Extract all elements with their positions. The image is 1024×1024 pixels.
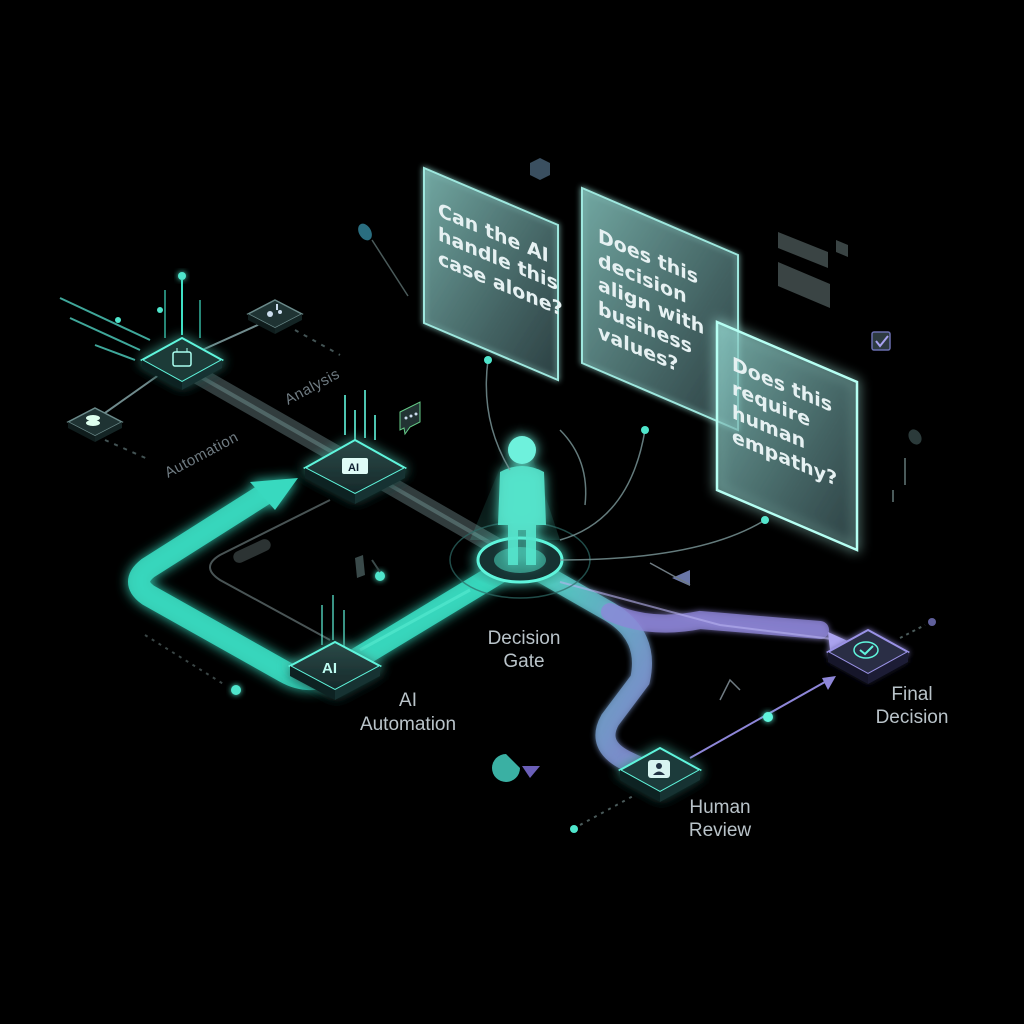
- database-icon: [86, 415, 100, 426]
- ai-automation-glyph: AI: [322, 660, 337, 677]
- final-decision-label-1: Final: [891, 684, 932, 705]
- ai-chip-icon: AI: [342, 458, 368, 474]
- pie-icon: [492, 754, 540, 782]
- small-shard: [355, 555, 365, 578]
- chat-bubble-icon: [399, 401, 421, 436]
- question-card-3: Does this require human empathy?: [715, 320, 859, 552]
- question-card-1: Can the AI handle this case alone?: [423, 166, 563, 382]
- floating-panels: [778, 232, 848, 308]
- chip-icon: [172, 348, 192, 367]
- loop-pill: [233, 539, 271, 563]
- person-figure: [498, 436, 546, 565]
- check-icon: [853, 641, 879, 659]
- decision-gate-label-1: Decision: [488, 628, 561, 649]
- tool-icon: [267, 304, 282, 317]
- ai-automation-label-2: Automation: [360, 714, 456, 735]
- ai-automation-node[interactable]: [287, 640, 383, 700]
- review-to-final-line: [689, 676, 836, 759]
- ai-chip-top-beams: [344, 390, 376, 440]
- final-decision-label-2: Decision: [876, 707, 949, 728]
- person-icon: [648, 760, 670, 778]
- svg-text:AI: AI: [348, 462, 359, 474]
- loop-arrow-head: [250, 478, 298, 510]
- check-icon-floating: [871, 331, 891, 351]
- path-label-automation: Automation: [162, 429, 241, 482]
- human-review-label-1: Human: [689, 797, 750, 818]
- floating-ellipse: [358, 223, 409, 297]
- card-connectors: [485, 359, 766, 561]
- ai-automation-label-1: AI: [399, 690, 417, 711]
- decision-gate-label-2: Gate: [503, 651, 544, 672]
- path-label-analysis: Analysis: [282, 365, 343, 408]
- ai-inner-path: [209, 499, 471, 652]
- tool-node[interactable]: [246, 299, 304, 334]
- chip-node[interactable]: [139, 336, 225, 390]
- floating-hexagon: [530, 158, 550, 180]
- arrow-marker-small: [649, 562, 691, 586]
- ai-chip-lower-beams: [321, 595, 345, 648]
- question-card-2: Does this decision align with business v…: [581, 186, 739, 432]
- human-path: [530, 562, 850, 782]
- human-review-label-2: Review: [689, 820, 752, 841]
